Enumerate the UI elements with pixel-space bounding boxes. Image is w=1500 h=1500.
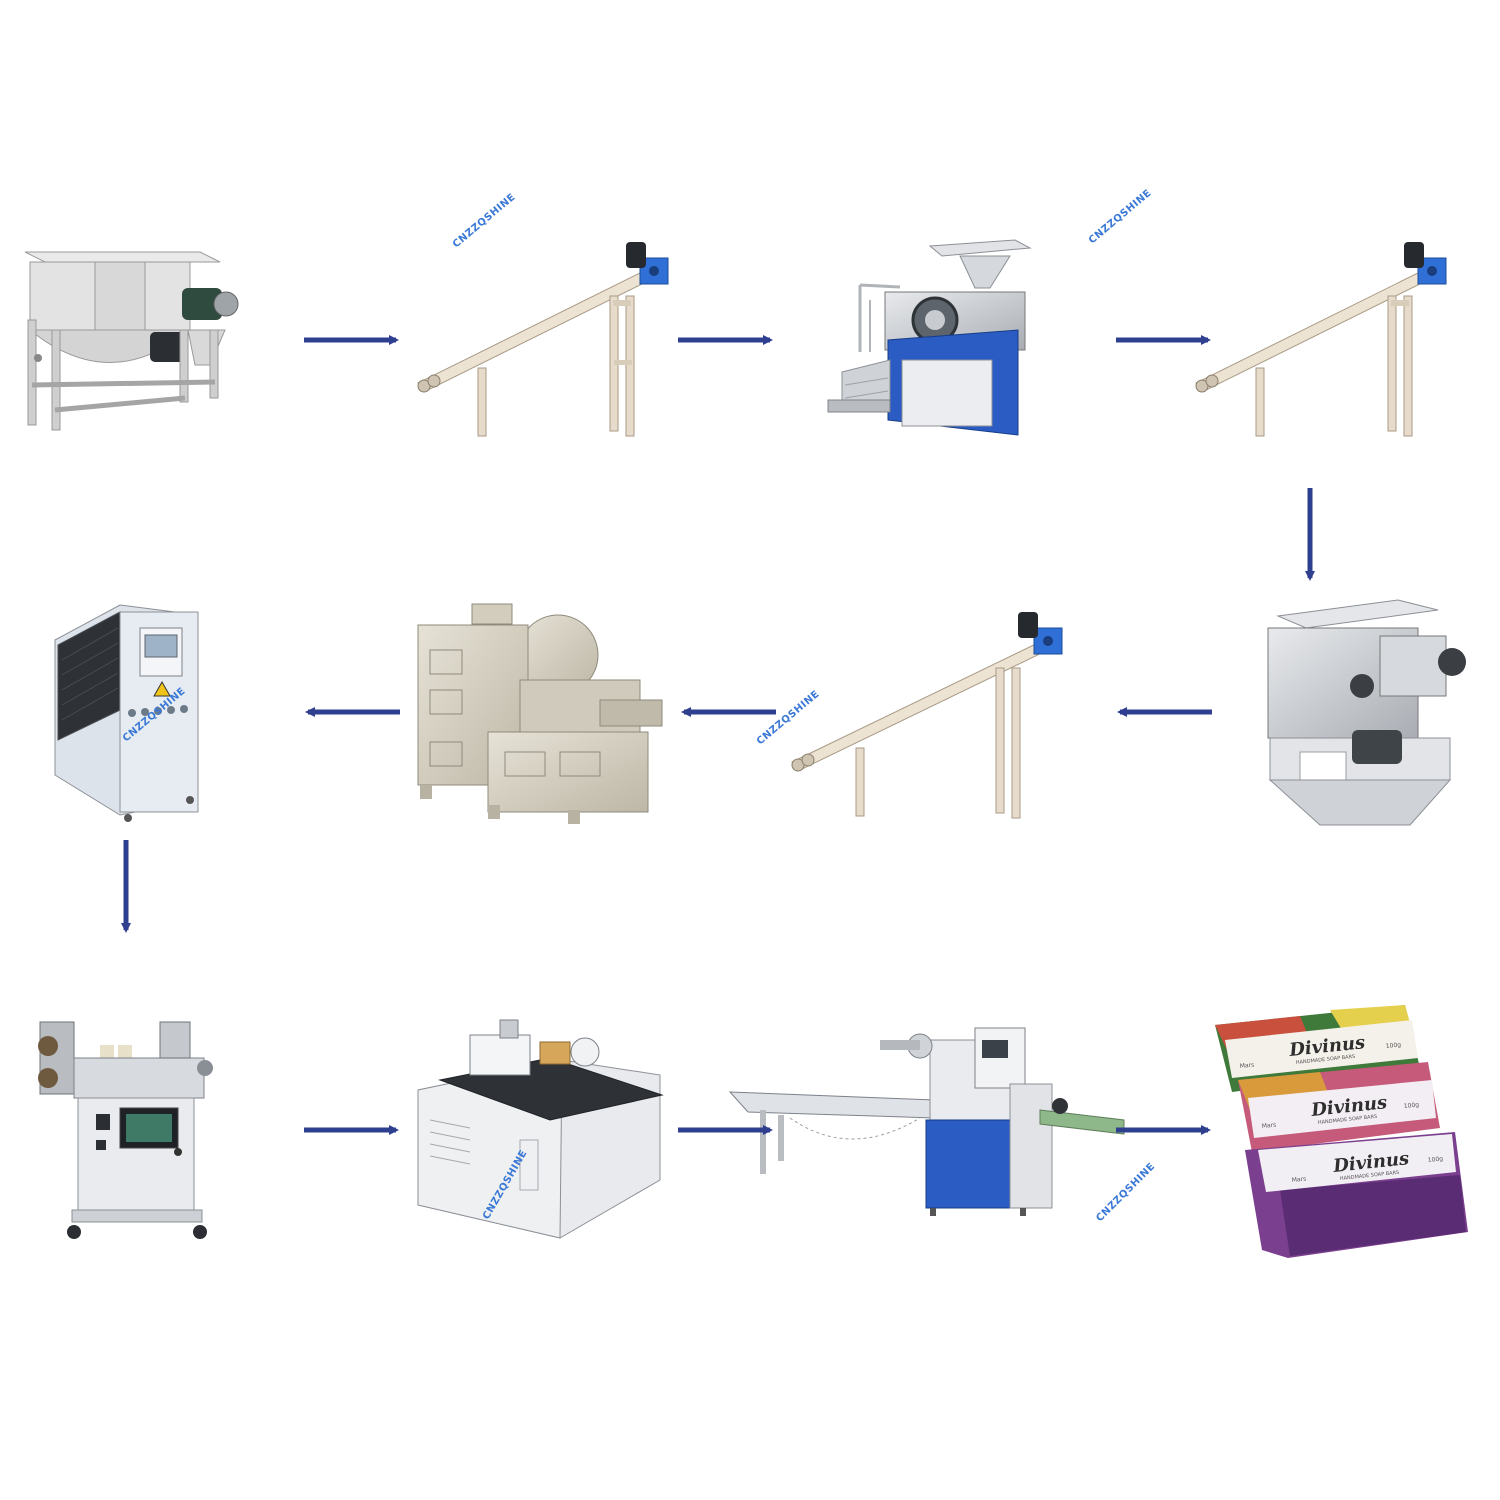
packaged-soap-product: Divinus HANDMADE SOAP BARS Mars 100g Div… xyxy=(1215,1005,1468,1258)
stamping-machine xyxy=(417,1019,664,1239)
inclined-conveyor-2 xyxy=(1195,242,1447,437)
watermark-6: CNZZQSHINE xyxy=(1094,1161,1157,1224)
watermark-2: CNZZQSHINE xyxy=(1087,188,1154,247)
weight-bottom: 100g xyxy=(1427,1155,1443,1164)
inclined-conveyor-1 xyxy=(417,242,669,437)
mixer-machine xyxy=(24,251,239,431)
variant-top: Mars xyxy=(1239,1062,1254,1070)
soap-box-bottom: Divinus HANDMADE SOAP BARS Mars 100g xyxy=(1245,1132,1468,1258)
weight-middle: 100g xyxy=(1403,1101,1419,1110)
three-roll-mill xyxy=(1267,599,1466,826)
soap-refiner-machine xyxy=(827,239,1032,436)
water-chiller xyxy=(54,604,199,822)
soap-box-middle: Divinus HANDMADE SOAP BARS Mars 100g xyxy=(1238,1062,1440,1152)
weight-top: 100g xyxy=(1385,1041,1401,1050)
inclined-conveyor-3 xyxy=(791,612,1063,819)
flow-wrap-packer xyxy=(728,1027,1125,1216)
watermark-1: CNZZQSHINE xyxy=(451,192,518,251)
cutting-machine xyxy=(38,1021,213,1239)
watermark-3: CNZZQSHINE xyxy=(755,689,822,748)
variant-bottom: Mars xyxy=(1291,1176,1306,1184)
vacuum-plodder xyxy=(417,603,663,824)
variant-middle: Mars xyxy=(1261,1122,1276,1130)
